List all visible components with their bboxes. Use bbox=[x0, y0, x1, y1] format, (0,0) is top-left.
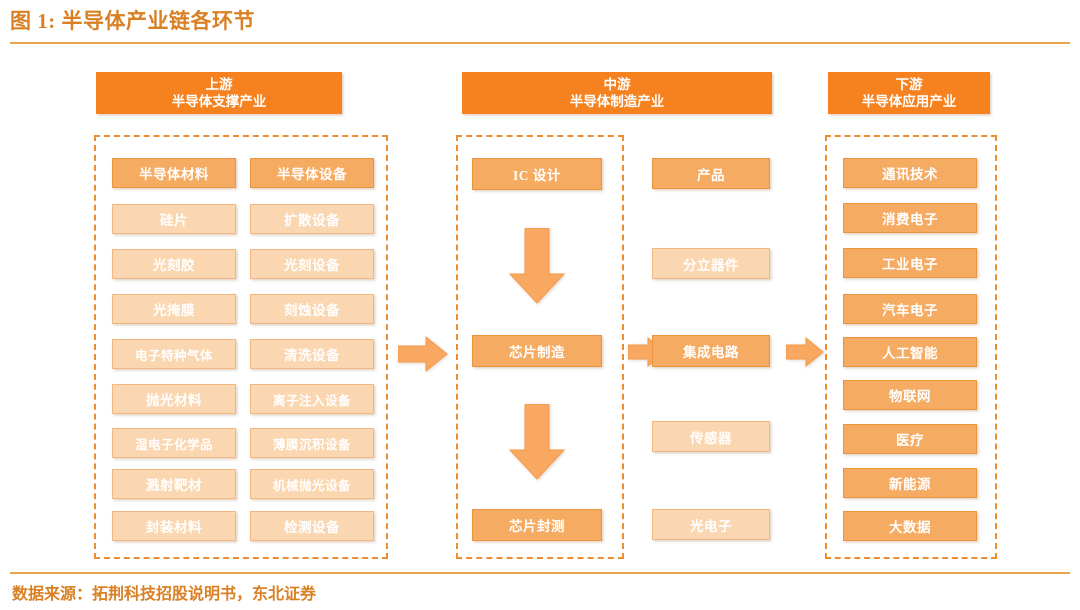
node-upstream-material-7[interactable]: 溅射靶材 bbox=[112, 469, 236, 499]
arrow-fab-to-packaging-icon bbox=[508, 404, 566, 480]
midstream-process-container bbox=[456, 135, 624, 559]
arrow-design-to-fab-icon bbox=[508, 228, 566, 304]
node-upstream-equipment-2[interactable]: 光刻设备 bbox=[250, 249, 374, 279]
node-upstream-equipment-7[interactable]: 机械抛光设备 bbox=[250, 469, 374, 499]
section-header-midstream: 中游 半导体制造产业 bbox=[462, 72, 772, 114]
node-midstream-product-3[interactable]: 传感器 bbox=[652, 421, 770, 452]
downstream-container bbox=[825, 135, 997, 559]
node-downstream-app-4[interactable]: 人工智能 bbox=[843, 337, 977, 367]
node-downstream-app-3[interactable]: 汽车电子 bbox=[843, 294, 977, 324]
node-upstream-material-5[interactable]: 抛光材料 bbox=[112, 384, 236, 414]
node-upstream-material-4[interactable]: 电子特种气体 bbox=[112, 339, 236, 369]
figure-title-bar: 图 1: 半导体产业链各环节 bbox=[10, 4, 1070, 46]
node-downstream-app-1[interactable]: 消费电子 bbox=[843, 203, 977, 233]
title-divider bbox=[10, 42, 1070, 44]
node-upstream-equipment-1[interactable]: 扩散设备 bbox=[250, 204, 374, 234]
page-title: 图 1: 半导体产业链各环节 bbox=[10, 9, 255, 33]
section-header-midstream-line1: 中游 bbox=[603, 77, 631, 92]
node-midstream-process-2[interactable]: 芯片封测 bbox=[472, 509, 602, 541]
section-header-upstream: 上游 半导体支撑产业 bbox=[96, 72, 342, 114]
node-downstream-app-0[interactable]: 通讯技术 bbox=[843, 158, 977, 188]
node-downstream-app-6[interactable]: 医疗 bbox=[843, 424, 977, 454]
node-midstream-product-1[interactable]: 分立器件 bbox=[652, 248, 770, 279]
section-header-upstream-line1: 上游 bbox=[205, 77, 233, 92]
node-downstream-app-8[interactable]: 大数据 bbox=[843, 511, 977, 541]
node-upstream-equipment-8[interactable]: 检测设备 bbox=[250, 511, 374, 541]
node-upstream-material-0[interactable]: 半导体材料 bbox=[112, 158, 236, 188]
section-header-downstream: 下游 半导体应用产业 bbox=[828, 72, 990, 114]
node-upstream-equipment-0[interactable]: 半导体设备 bbox=[250, 158, 374, 188]
node-upstream-equipment-6[interactable]: 薄膜沉积设备 bbox=[250, 428, 374, 458]
section-header-downstream-line2: 半导体应用产业 bbox=[861, 94, 957, 109]
node-upstream-equipment-4[interactable]: 清洗设备 bbox=[250, 339, 374, 369]
node-upstream-equipment-5[interactable]: 离子注入设备 bbox=[250, 384, 374, 414]
node-upstream-material-2[interactable]: 光刻胶 bbox=[112, 249, 236, 279]
section-header-upstream-line2: 半导体支撑产业 bbox=[171, 94, 267, 109]
node-upstream-material-6[interactable]: 湿电子化学品 bbox=[112, 428, 236, 458]
node-midstream-process-1[interactable]: 芯片制造 bbox=[472, 335, 602, 367]
node-upstream-material-3[interactable]: 光掩膜 bbox=[112, 294, 236, 324]
node-midstream-process-0[interactable]: IC 设计 bbox=[472, 158, 602, 190]
node-midstream-product-4[interactable]: 光电子 bbox=[652, 509, 770, 540]
data-source-note: 数据来源：拓荆科技招股说明书，东北证券 bbox=[12, 586, 317, 603]
node-downstream-app-5[interactable]: 物联网 bbox=[843, 380, 977, 410]
section-header-downstream-line1: 下游 bbox=[895, 77, 923, 92]
upstream-container bbox=[94, 135, 388, 559]
node-upstream-equipment-3[interactable]: 刻蚀设备 bbox=[250, 294, 374, 324]
node-midstream-product-2[interactable]: 集成电路 bbox=[652, 335, 770, 367]
arrow-upstream-to-midstream-icon bbox=[398, 335, 448, 373]
node-upstream-material-1[interactable]: 硅片 bbox=[112, 204, 236, 234]
section-header-midstream-line2: 半导体制造产业 bbox=[569, 94, 665, 109]
node-midstream-product-0[interactable]: 产品 bbox=[652, 158, 770, 189]
node-downstream-app-2[interactable]: 工业电子 bbox=[843, 248, 977, 278]
node-downstream-app-7[interactable]: 新能源 bbox=[843, 468, 977, 498]
footer-divider bbox=[10, 572, 1070, 574]
arrow-midstream-to-downstream-icon bbox=[786, 337, 824, 367]
node-upstream-material-8[interactable]: 封装材料 bbox=[112, 511, 236, 541]
